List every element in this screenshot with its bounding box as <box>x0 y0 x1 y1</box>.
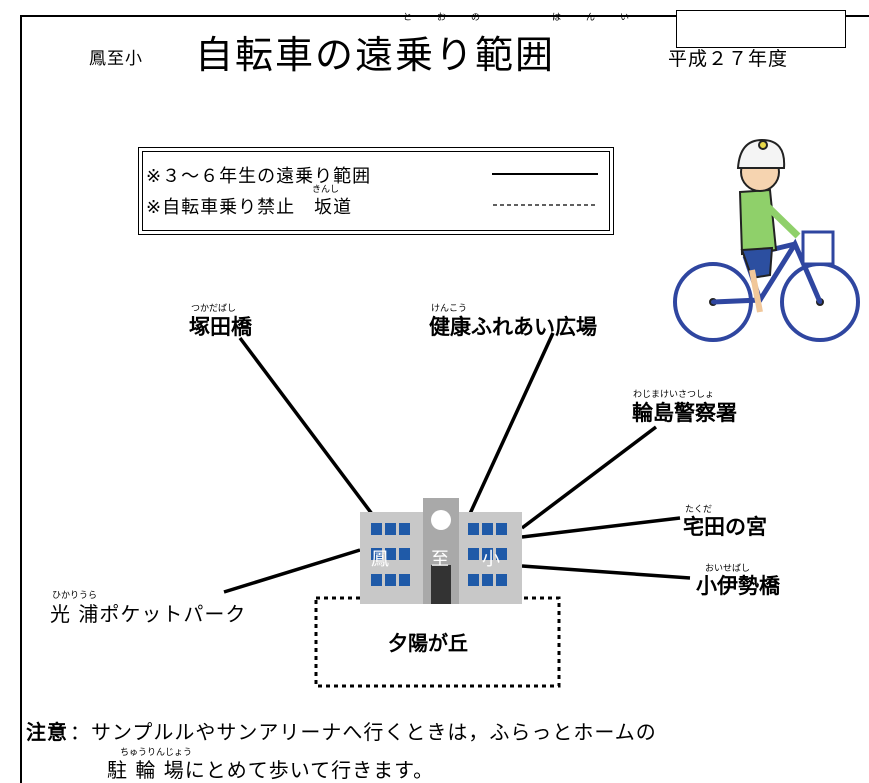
label-kenko: 健康ふれあい広場 <box>429 315 597 339</box>
kenko-ruby: けんこう <box>431 304 468 314</box>
legend-route-label: ※３～６年生の遠乗り範囲 <box>146 166 372 187</box>
building-char-2: 至 <box>431 549 449 570</box>
name-box <box>676 10 846 48</box>
tsukadabashi-ruby: つかだばし <box>191 304 237 314</box>
route-line-kenko <box>466 332 555 519</box>
school-name: 鳳至小 <box>89 49 143 69</box>
route-line-takuda <box>521 516 681 539</box>
label-oisebashi: 小伊勢橋 <box>696 574 780 598</box>
legend-slope-label: ※自転車乗り禁止 坂道 <box>146 197 353 218</box>
page-frame <box>20 15 869 783</box>
page-title: 自転車の遠乗り範囲 <box>195 33 556 77</box>
hikariura-ruby: ひかりうら <box>52 591 98 601</box>
title-ruby-1: と <box>403 13 413 23</box>
route-line-police <box>520 425 658 530</box>
note-prefix: 注意 <box>26 720 68 744</box>
school-building-icon <box>360 498 522 604</box>
police-ruby: わじまけいさつしょ <box>633 390 715 400</box>
label-slope-area: 夕陽が丘 <box>388 631 468 655</box>
route-line-tsukadabashi <box>238 336 377 520</box>
legend-box <box>138 147 614 235</box>
legend-box-inner <box>142 151 610 231</box>
title-ruby-4: は <box>552 13 562 23</box>
oisebashi-ruby: おいせばし <box>705 564 751 574</box>
title-ruby-5: ん <box>586 13 596 23</box>
label-tsukadabashi: 塚田橋 <box>189 315 252 339</box>
note-line-1: ：サンプルルやサンアリーナへ行くときは，ふらっとホームの <box>70 720 657 744</box>
building-char-1: 鳳 <box>371 549 389 570</box>
label-hikariura: 光 浦ポケットパーク <box>50 602 247 626</box>
label-police: 輪島警察署 <box>632 401 737 425</box>
title-ruby-3: の <box>471 13 481 23</box>
route-lines <box>223 332 691 594</box>
legend-ruby: きんし <box>312 185 340 195</box>
title-ruby-6: い <box>620 13 630 23</box>
route-line-hikariura <box>223 548 361 594</box>
cyclist-illustration <box>673 138 860 342</box>
takuda-ruby: たくだ <box>685 505 713 515</box>
title-ruby-2: お <box>437 13 447 23</box>
label-takuda: 宅田の宮 <box>683 515 767 539</box>
note-ruby: ちゅうりんじょう <box>120 748 193 758</box>
note-line-2: 駐 輪 場にとめて歩いて行きます。 <box>107 758 435 782</box>
building-char-3: 小 <box>482 549 500 570</box>
school-year: 平成２７年度 <box>668 48 789 70</box>
route-line-oisebashi <box>521 564 691 580</box>
